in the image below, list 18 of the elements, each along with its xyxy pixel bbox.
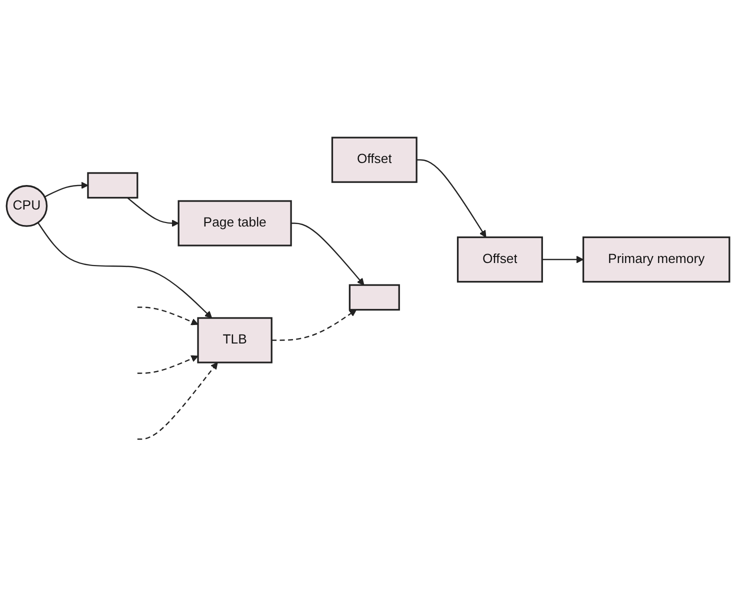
node-box xyxy=(87,172,138,199)
node-circle: CPU xyxy=(6,185,48,227)
node-box: Offset xyxy=(456,236,543,283)
node-box xyxy=(348,284,400,311)
node-box: Primary memory xyxy=(582,236,730,283)
arrow xyxy=(44,182,88,198)
arrow xyxy=(272,309,357,341)
arrow xyxy=(127,197,179,227)
arrow xyxy=(37,222,212,318)
arrow xyxy=(416,159,486,238)
node-box: Page table xyxy=(178,200,292,246)
node-box: TLB xyxy=(197,317,272,364)
arrow xyxy=(137,362,218,440)
arrow xyxy=(542,256,584,264)
node-box: Offset xyxy=(331,136,418,183)
arrow xyxy=(137,355,198,374)
arrow xyxy=(137,306,198,326)
arrow xyxy=(291,222,364,286)
